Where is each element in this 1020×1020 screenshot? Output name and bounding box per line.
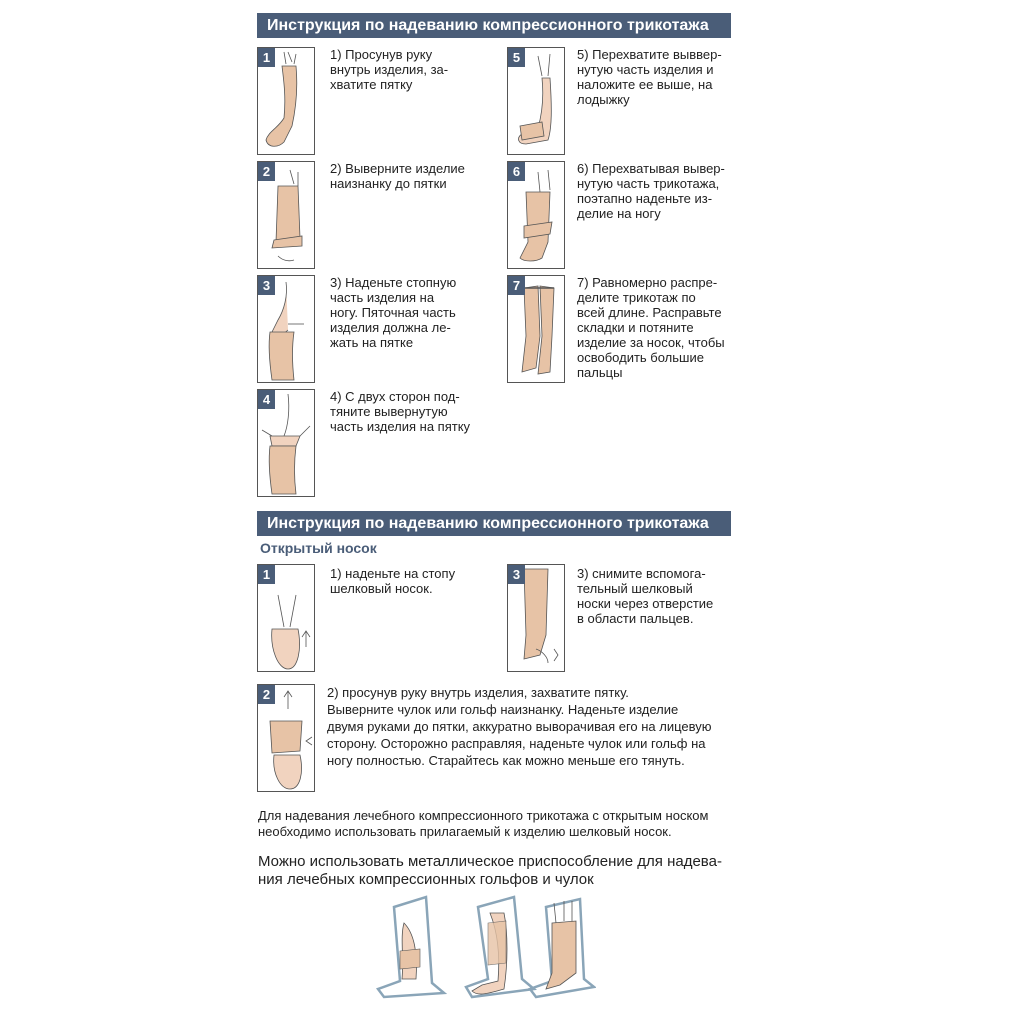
step-number-badge: 3: [508, 565, 525, 584]
step6-text: 6) Перехватывая вывер- нутую часть трико…: [577, 161, 725, 221]
device-note: Можно использовать металлическое приспос…: [258, 853, 722, 888]
open-toe-step3-illustration: 3: [507, 564, 565, 672]
leg-ankle-icon: [518, 53, 552, 145]
hands-pull-stocking-icon: [261, 393, 311, 495]
step6-illustration: 6: [507, 161, 565, 269]
step3-illustration: 3: [257, 275, 315, 383]
step5-text: 5) Перехватите выввер- нутую часть издел…: [577, 47, 722, 107]
donning-device-3-icon: [527, 897, 596, 999]
donning-device-2-icon: [464, 895, 538, 999]
donning-device-1-icon: [375, 895, 448, 999]
open-toe-step2-illustration: 2: [257, 684, 315, 792]
step-number-badge: 1: [258, 48, 275, 67]
stocking-over-sock-icon: [269, 690, 313, 790]
silk-sock-note: Для надевания лечебного компрессионного …: [258, 808, 709, 839]
foot-stocking-icon: [268, 281, 304, 381]
section2-subtitle: Открытый носок: [260, 540, 377, 556]
step5-illustration: 5: [507, 47, 565, 155]
step-number-badge: 3: [258, 276, 275, 295]
open-toe-step3-text: 3) снимите вспомога- тельный шелковый но…: [577, 566, 714, 626]
step1-illustration: 1: [257, 47, 315, 155]
leg-stocking-icon: [265, 51, 298, 147]
step2-text: 2) Выверните изделие наизнанку до пятки: [330, 161, 465, 191]
open-toe-step2-text: 2) просунув руку внутрь изделия, захвати…: [327, 685, 712, 768]
silk-sock-foot-icon: [271, 594, 311, 670]
step-number-badge: 1: [258, 565, 275, 584]
step7-text: 7) Равномерно распре- делите трикотаж по…: [577, 275, 725, 380]
step-number-badge: 2: [258, 162, 275, 181]
leg-stocking-roll-icon: [519, 169, 553, 262]
step4-illustration: 4: [257, 389, 315, 497]
step-number-badge: 7: [508, 276, 525, 295]
open-toe-step1-illustration: 1: [257, 564, 315, 672]
step3-text: 3) Наденьте стопную часть изделия на ног…: [330, 275, 457, 350]
section1-title: Инструкция по надеванию компрессионного …: [257, 13, 731, 38]
section2-title: Инструкция по надеванию компрессионного …: [257, 511, 731, 536]
step-number-badge: 2: [258, 685, 275, 704]
step-number-badge: 4: [258, 390, 275, 409]
step-number-badge: 6: [508, 162, 525, 181]
legs-full-stocking-icon: [521, 285, 555, 375]
step2-illustration: 2: [257, 161, 315, 269]
step7-illustration: 7: [507, 275, 565, 383]
step1-text: 1) Просунув руку внутрь изделия, за- хва…: [330, 47, 449, 92]
open-toe-step1-text: 1) наденьте на стопу шелковый носок.: [330, 566, 456, 596]
stocking-inverted-icon: [271, 169, 303, 262]
remove-silk-sock-icon: [523, 568, 559, 664]
step-number-badge: 5: [508, 48, 525, 67]
step4-text: 4) С двух сторон под- тяните вывернутую …: [330, 389, 471, 434]
